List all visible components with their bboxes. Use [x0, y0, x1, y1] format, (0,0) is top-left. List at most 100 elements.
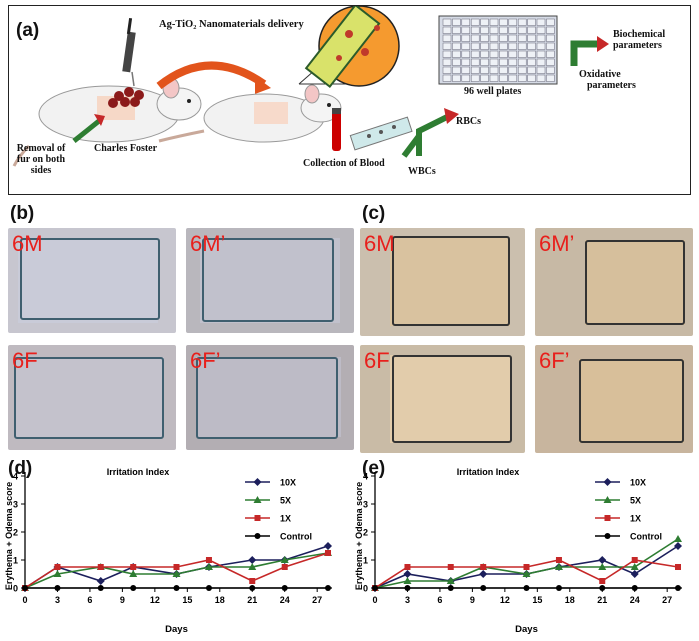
legend-label: 10X: [280, 478, 296, 488]
well: [546, 34, 555, 42]
schematic-panel: (a) Ag-TiO₂ Nanomaterials delivery Remov…: [8, 5, 691, 195]
panel-a-label: (a): [16, 20, 40, 41]
removal-line-2: fur on both: [16, 154, 66, 165]
data-point: [54, 585, 61, 591]
x-tick-label: 9: [120, 595, 125, 605]
well: [508, 74, 518, 82]
photo-b-6m-prime: 6M’: [186, 228, 354, 333]
photo-c-6f-prime: 6F’: [535, 345, 693, 453]
data-point: [324, 542, 332, 550]
data-point: [173, 585, 180, 591]
well: [461, 50, 471, 58]
data-point: [130, 564, 137, 570]
well: [461, 26, 471, 34]
x-tick-label: 21: [247, 595, 257, 605]
removal-line-1: Removal of: [16, 143, 66, 154]
data-point: [480, 585, 487, 591]
well: [508, 26, 518, 34]
well: [442, 50, 452, 58]
data-point: [172, 570, 181, 577]
series-line: [374, 538, 679, 589]
well: [508, 18, 518, 26]
x-axis-label: Days: [165, 624, 188, 635]
well: [517, 34, 527, 42]
well: [480, 34, 489, 42]
well: [536, 34, 546, 42]
data-point: [675, 564, 681, 570]
well: [517, 50, 527, 58]
data-point: [129, 570, 138, 577]
y-tick-label: 3: [363, 500, 368, 510]
data-point: [97, 585, 104, 591]
well: [508, 42, 518, 50]
well: [546, 42, 555, 50]
well: [536, 58, 546, 66]
well: [489, 58, 499, 66]
well: [480, 26, 489, 34]
data-point: [554, 563, 563, 570]
well: [536, 74, 546, 82]
data-point: [446, 577, 455, 584]
well: [527, 50, 536, 58]
well: [546, 50, 555, 58]
curved-arrow-icon: [156, 61, 267, 90]
data-point: [205, 585, 212, 591]
data-point: [280, 556, 289, 563]
x-tick-label: 12: [150, 595, 160, 605]
chart-title: Irritation Index: [457, 467, 520, 477]
data-point: [325, 550, 331, 556]
blood-slide-icon: [349, 116, 413, 151]
well: [470, 50, 480, 58]
well: [461, 42, 471, 50]
x-tick-label: 18: [215, 595, 225, 605]
y-tick-label: 4: [13, 472, 18, 482]
data-point: [603, 496, 612, 503]
y-axis-label: Erythema + Odema score: [354, 482, 364, 590]
data-point: [22, 585, 28, 591]
well: [527, 18, 536, 26]
well: [508, 34, 518, 42]
x-tick-label: 9: [470, 595, 475, 605]
data-point: [253, 496, 262, 503]
collection-of-blood-text: Collection of Blood: [303, 158, 385, 169]
well: [499, 26, 508, 34]
well: [480, 66, 489, 74]
well: [480, 50, 489, 58]
well: [442, 66, 452, 74]
oxidative-text: Oxidative parameters: [579, 69, 636, 91]
well: [499, 34, 508, 42]
green-arrow-icon: [72, 114, 105, 143]
well: [489, 66, 499, 74]
well: [546, 18, 555, 26]
legend-label: 10X: [630, 478, 646, 488]
x-tick-label: 24: [630, 595, 640, 605]
well: [470, 74, 480, 82]
well: [452, 66, 461, 74]
rat-middle: [158, 84, 342, 143]
series-control: [372, 585, 681, 591]
data-point: [447, 564, 454, 570]
data-point: [54, 564, 61, 570]
well: [470, 34, 480, 42]
data-point: [253, 478, 262, 486]
y-tick-label: 0: [13, 584, 18, 594]
zoom-circle: [298, 6, 400, 89]
oxidative-line-2: parameters: [587, 80, 636, 91]
panel-c-label: (c): [362, 203, 386, 224]
data-point: [404, 564, 411, 570]
well: [442, 58, 452, 66]
well: [546, 66, 555, 74]
well: [499, 50, 508, 58]
data-point: [403, 577, 412, 584]
x-tick-label: 15: [532, 595, 542, 605]
data-point: [555, 585, 562, 591]
well: [536, 66, 546, 74]
data-point: [675, 585, 681, 591]
data-point: [674, 542, 682, 550]
well: [546, 58, 555, 66]
well: [489, 26, 499, 34]
well: [517, 18, 527, 26]
